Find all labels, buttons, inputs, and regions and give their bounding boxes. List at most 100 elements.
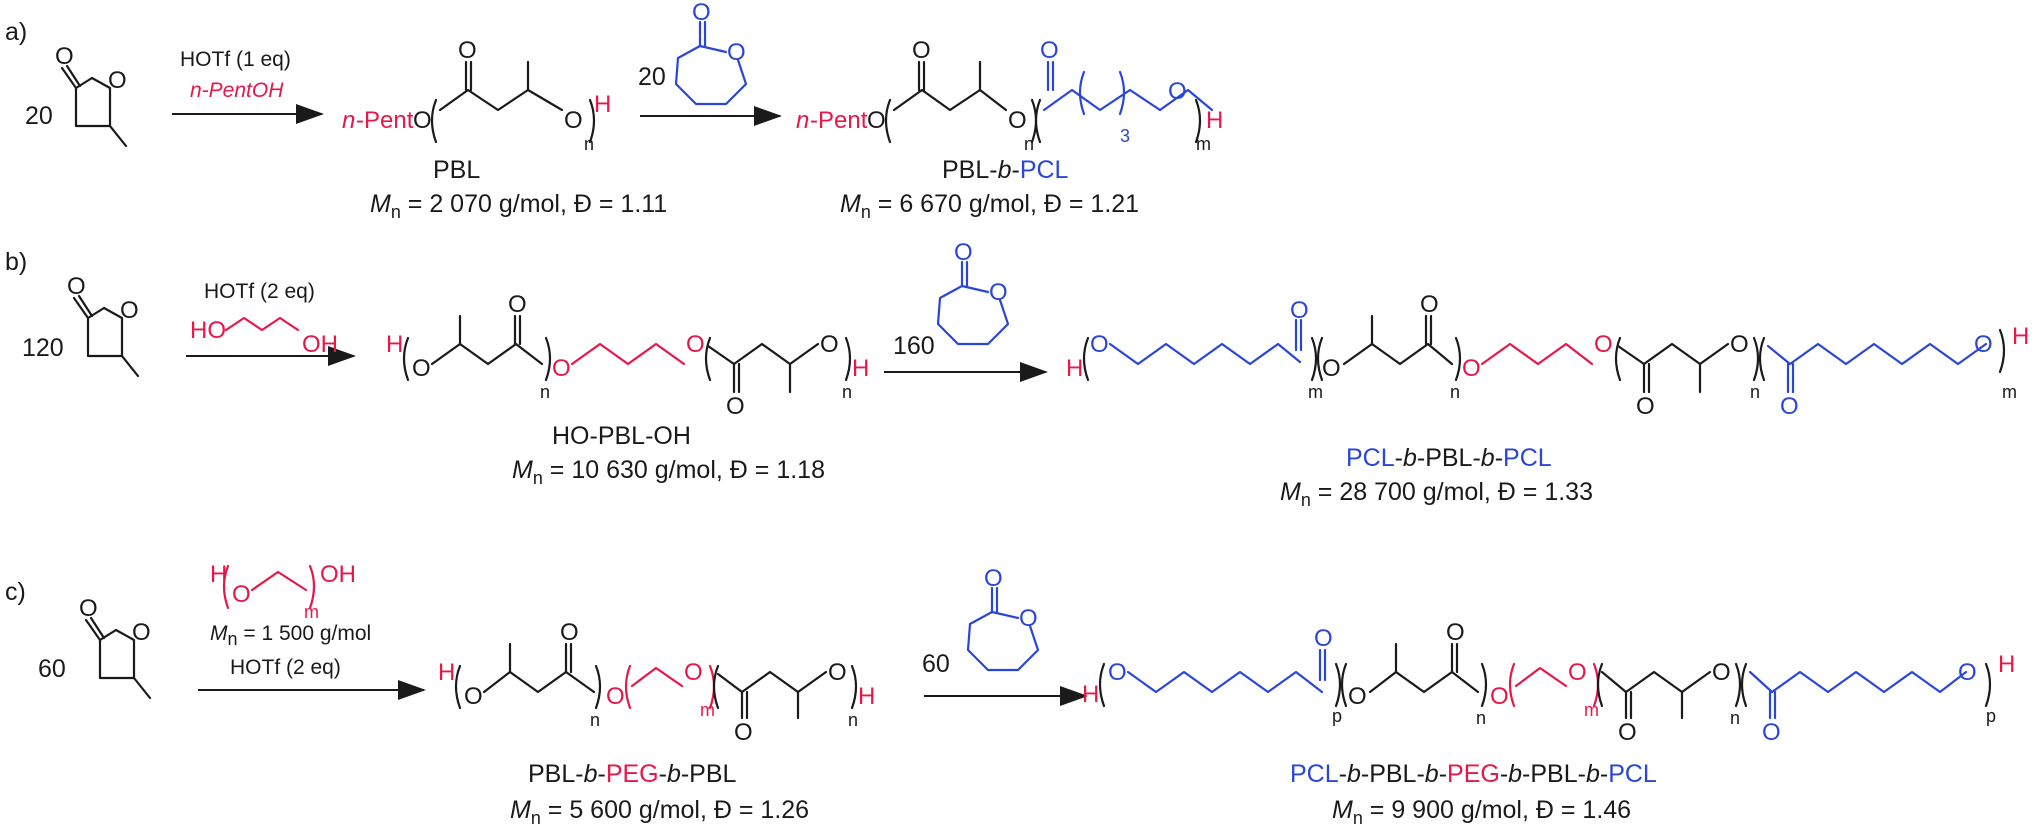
svg-text:O: O (1780, 393, 1799, 420)
panel-c-pentablock-structure: H O O p O O n O O m (1082, 619, 2015, 746)
pbl-end-h: H (594, 91, 611, 118)
svg-text:O: O (820, 331, 839, 358)
svg-text:H: H (1082, 681, 1099, 708)
panel-b-tag: b) (5, 248, 27, 276)
svg-text:m: m (304, 602, 319, 622)
panel-a-caprolactone: 20 O O (638, 0, 748, 106)
pbl-chain-o: O (564, 107, 583, 134)
svg-text:O: O (1462, 355, 1481, 382)
panel-b-caprolactone: 160 O O (893, 239, 1010, 360)
svg-text:O: O (1618, 719, 1637, 746)
svg-text:O: O (1762, 719, 1781, 746)
cl-ring-o: O (727, 39, 746, 66)
pent-label: -Pent (356, 107, 414, 134)
pent-n: n (342, 107, 355, 134)
svg-text:O: O (120, 297, 139, 324)
panel-c-product1-name: PBL-b-PEG-b-PBL (528, 760, 737, 788)
svg-text:O: O (412, 355, 431, 382)
panel-b-ho-pbl-oh-structure: H O O n O O O O n H (386, 291, 869, 420)
svg-text:O: O (67, 273, 86, 300)
svg-text:O: O (684, 659, 703, 686)
svg-text:m: m (700, 700, 715, 720)
panel-b-step1-reagent: HOTf (2 eq) (204, 280, 315, 303)
panel-a-product1-stats: Mn = 2 070 g/mol, Đ = 1.11 (370, 190, 667, 222)
svg-text:H: H (858, 683, 875, 710)
panel-b-product1-name: HO-PBL-OH (552, 422, 691, 450)
panel-c-peg-stats: Mn = 1 500 g/mol (210, 622, 371, 649)
svg-text:H: H (2012, 323, 2029, 350)
svg-text:O: O (1958, 659, 1977, 686)
svg-text:O: O (1322, 355, 1341, 382)
svg-text:HO: HO (190, 317, 226, 344)
panel-c-pbl-peg-pbl-structure: H O O n O O m O O n H (438, 619, 875, 746)
svg-text:O: O (1108, 659, 1127, 686)
svg-text:m: m (1196, 134, 1211, 154)
svg-text:n: n (1750, 382, 1760, 402)
panel-b-monomer-eq: 120 (22, 334, 64, 362)
pbl-carbonyl-o: O (458, 37, 477, 64)
svg-text:O: O (1008, 107, 1027, 134)
svg-text:H: H (438, 659, 455, 686)
panel-b-butyrolactone: O O (67, 273, 140, 378)
svg-text:m: m (1584, 700, 1599, 720)
svg-text:O: O (1314, 625, 1333, 652)
panel-b-step2-eq: 160 (893, 332, 935, 360)
svg-text:O: O (1636, 393, 1655, 420)
cl-carbonyl-o: O (692, 0, 711, 26)
svg-text:n: n (590, 710, 600, 730)
svg-text:O: O (1974, 331, 1993, 358)
svg-text:OH: OH (320, 561, 356, 588)
panel-b: b) 120 O O HOTf (2 eq) HO OH H O O (5, 239, 2029, 510)
svg-text:O: O (954, 239, 973, 266)
panel-c-product2-name: PCL-b-PBL-b-PEG-b-PBL-b-PCL (1290, 760, 1657, 788)
svg-text:O: O (1290, 297, 1309, 324)
pbl-n: n (584, 134, 594, 154)
panel-c-step1-reagent: HOTf (2 eq) (230, 656, 341, 679)
svg-text:O: O (232, 581, 251, 608)
panel-c-product2-stats: Mn = 9 900 g/mol, Đ = 1.46 (1332, 796, 1631, 828)
svg-text:n: n (842, 382, 852, 402)
panel-a-product1-name: PBL (433, 156, 480, 184)
svg-text:O: O (989, 279, 1008, 306)
peg-initiator: H O m OH (210, 561, 356, 622)
svg-text:H: H (1066, 355, 1083, 382)
svg-text:H: H (210, 561, 227, 588)
svg-text:O: O (1490, 683, 1509, 710)
svg-text:p: p (1986, 706, 1996, 726)
svg-text:O: O (1040, 37, 1059, 64)
svg-text:O: O (464, 683, 483, 710)
svg-text:O: O (132, 619, 151, 646)
svg-text:p: p (1332, 706, 1342, 726)
svg-text:n: n (540, 382, 550, 402)
svg-text:O: O (726, 393, 745, 420)
panel-c: c) 60 O O H O m OH Mn = 1 500 g/mol HOTf… (5, 561, 2015, 828)
svg-text:O: O (1168, 78, 1187, 105)
svg-text:O: O (606, 683, 625, 710)
svg-text:O: O (1594, 331, 1613, 358)
svg-text:H: H (1206, 107, 1223, 134)
svg-text:O: O (1446, 619, 1465, 646)
carbonyl-o: O (55, 43, 74, 70)
panel-a-step2-eq: 20 (638, 63, 666, 91)
svg-text:O: O (1420, 291, 1439, 318)
svg-text:H: H (852, 355, 869, 382)
panel-a-tag: a) (5, 18, 27, 46)
panel-a-product2-name: PBL-b-PCL (942, 156, 1069, 184)
svg-text:O: O (912, 37, 931, 64)
panel-a: a) 20 O O HOTf (1 eq) n-PentOH n -Pent O… (5, 0, 1223, 222)
svg-text:OH: OH (302, 331, 338, 358)
svg-text:O: O (1568, 659, 1587, 686)
panel-b-product2-name: PCL-b-PBL-b-PCL (1346, 444, 1552, 472)
svg-text:3: 3 (1120, 126, 1130, 146)
panel-b-product2-stats: Mn = 28 700 g/mol, Đ = 1.33 (1280, 478, 1593, 510)
svg-text:O: O (560, 619, 579, 646)
svg-text:n: n (848, 710, 858, 730)
svg-text:O: O (508, 291, 527, 318)
svg-text:O: O (1019, 605, 1038, 632)
svg-text:n: n (1450, 382, 1460, 402)
panel-a-step1-reagent: HOTf (1 eq) (180, 48, 291, 71)
svg-text:n: n (1024, 134, 1034, 154)
panel-c-monomer-eq: 60 (38, 655, 66, 683)
svg-text:O: O (79, 595, 98, 622)
